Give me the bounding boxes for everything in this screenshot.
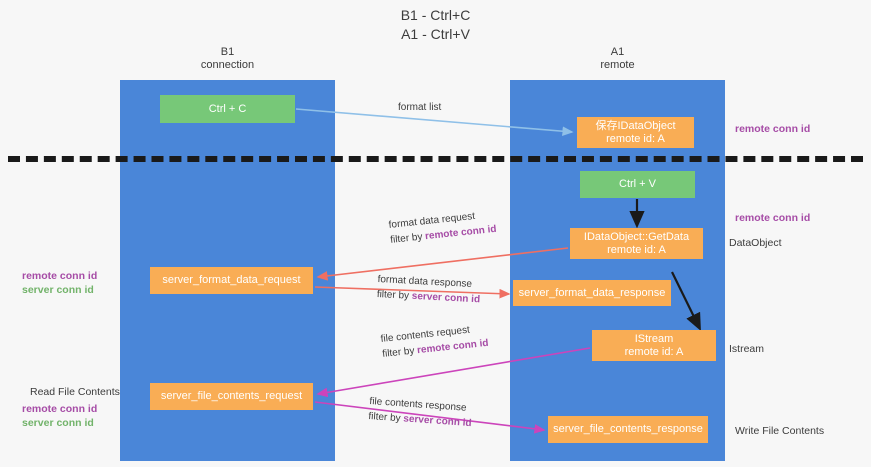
filter-key-server-conn-id: server conn id (411, 290, 481, 306)
node-server-format-data-request-label: server_format_data_request (162, 274, 301, 286)
lane-title-b1-sub: connection (200, 59, 255, 71)
node-save-idataobject[interactable]: 保存IDataObject remote id: A (577, 117, 694, 148)
node-istream-line2: remote id: A (624, 345, 684, 358)
node-idataobject-getdata-line2: remote id: A (607, 243, 666, 256)
filter-prefix: filter by (381, 345, 418, 360)
annotation-right-write-file-contents: Write File Contents (735, 425, 825, 437)
lane-title-b1-name: B1 (220, 46, 235, 58)
node-save-idataobject-line2: remote id: A (606, 132, 665, 145)
edge-label-format-list: format list (398, 102, 442, 113)
node-save-idataobject-line1: 保存IDataObject (595, 119, 676, 132)
filter-prefix: filter by (376, 288, 413, 302)
annotation-right-istream: Istream (729, 343, 765, 355)
node-istream-line1: IStream (634, 332, 674, 345)
node-server-file-contents-request-label: server_file_contents_request (160, 390, 303, 402)
node-ctrl-v-label: Ctrl + V (619, 178, 656, 190)
lane-title-a1-name: A1 (610, 46, 625, 58)
filter-prefix: filter by (368, 410, 404, 425)
annotation-left-server-conn-id-2: server conn id (22, 417, 94, 429)
annotation-left-remote-conn-id-1: remote conn id (22, 270, 98, 282)
edge-label-format-data-request: format data request filter by remote con… (388, 207, 497, 248)
filter-prefix: filter by (389, 231, 426, 246)
annotation-right-dataobject: DataObject (729, 237, 782, 249)
annotation-left-conn-ids-top: remote conn id server conn id (22, 269, 97, 297)
node-server-file-contents-request[interactable]: server_file_contents_request (150, 383, 313, 410)
lane-title-a1: A1 remote (510, 46, 725, 72)
edge-label-file-contents-request: file contents request filter by remote c… (380, 321, 489, 362)
node-ctrl-c[interactable]: Ctrl + C (160, 95, 295, 123)
title-line-2: A1 - Ctrl+V (401, 26, 470, 42)
node-server-file-contents-response[interactable]: server_file_contents_response (548, 416, 708, 443)
annotation-left-remote-conn-id-2: remote conn id (22, 403, 98, 415)
phase-divider (8, 156, 863, 162)
node-server-file-contents-response-label: server_file_contents_response (553, 423, 703, 435)
annotation-right-remote-conn-id-mid: remote conn id (735, 212, 811, 224)
node-server-format-data-response-label: server_format_data_response (518, 286, 666, 299)
edge-label-format-data-response: format data response filter by server co… (376, 272, 481, 307)
annotation-left-read-file-contents: Read File Contents (30, 386, 120, 398)
node-idataobject-getdata[interactable]: IDataObject::GetData remote id: A (570, 228, 703, 259)
node-ctrl-c-label: Ctrl + C (208, 102, 247, 115)
node-server-format-data-request[interactable]: server_format_data_request (150, 267, 313, 294)
node-idataobject-getdata-line1: IDataObject::GetData (583, 230, 690, 243)
annotation-right-remote-conn-id-top: remote conn id (735, 123, 811, 135)
node-server-format-data-response[interactable]: server_format_data_response (513, 280, 671, 306)
edge-label-file-contents-response: file contents response filter by server … (368, 394, 473, 431)
annotation-left-conn-ids-bottom: remote conn id server conn id (22, 402, 97, 430)
annotation-left-server-conn-id-1: server conn id (22, 284, 94, 296)
node-istream[interactable]: IStream remote id: A (592, 330, 716, 361)
lane-title-a1-sub: remote (600, 59, 635, 71)
node-ctrl-v[interactable]: Ctrl + V (580, 171, 695, 198)
filter-key-server-conn-id: server conn id (402, 413, 472, 430)
diagram-title: B1 - Ctrl+C A1 - Ctrl+V (0, 6, 871, 44)
title-line-1: B1 - Ctrl+C (400, 7, 471, 23)
lane-title-b1: B1 connection (120, 46, 335, 72)
